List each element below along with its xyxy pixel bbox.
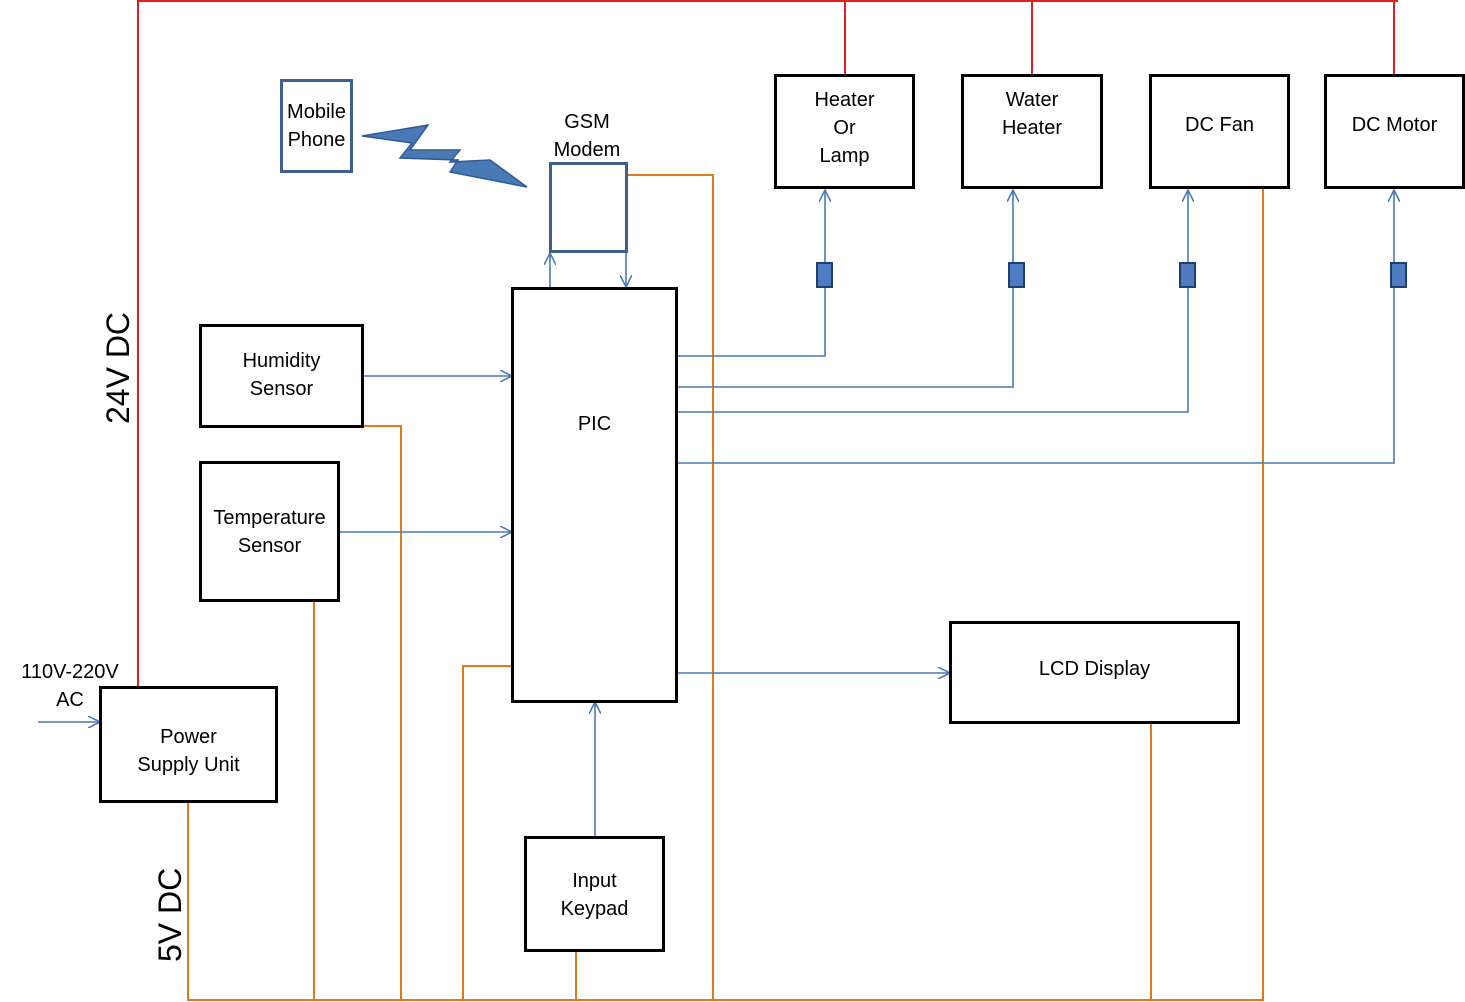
pic-label: PIC — [577, 413, 612, 435]
temperature-sensor-block: Temperature Sensor — [199, 461, 340, 602]
rail-24v-dc — [137, 0, 1398, 688]
humidity-sensor-block: Humidity Sensor — [199, 324, 364, 428]
water-heater-label: Water Heater — [1001, 89, 1063, 139]
temperature-sensor-label: Temperature Sensor — [213, 507, 326, 557]
input-keypad-block: Input Keypad — [524, 836, 665, 952]
power-supply-label: Power Supply Unit — [137, 726, 240, 776]
water-heater-block: Water Heater — [961, 74, 1103, 189]
ac-input-label: 110V-220V AC — [21, 661, 119, 711]
lcd-display-block: LCD Display — [949, 621, 1240, 724]
rail-5v-dc — [187, 174, 1264, 1001]
gsm-modem-block — [549, 162, 628, 253]
dc-motor-label: DC Motor — [1351, 114, 1438, 136]
gsm-modem-label: GSM Modem — [553, 111, 621, 161]
relay-dc-motor — [1390, 262, 1407, 288]
pic-block: PIC — [511, 287, 678, 703]
input-keypad-label: Input Keypad — [560, 870, 629, 920]
relay-heater — [816, 262, 833, 288]
humidity-sensor-label: Humidity Sensor — [242, 350, 321, 400]
lcd-display-label: LCD Display — [1038, 658, 1151, 680]
heater-lamp-block: Heater Or Lamp — [774, 74, 915, 189]
dc-fan-label: DC Fan — [1185, 114, 1254, 136]
relay-water-heater — [1008, 262, 1025, 288]
mobile-phone-label: Mobile Phone — [287, 101, 346, 151]
dc-fan-block: DC Fan — [1149, 74, 1290, 189]
power-supply-block: Power Supply Unit — [99, 686, 278, 803]
relay-dc-fan — [1179, 262, 1196, 288]
rail-5v-label: 5V DC — [152, 867, 188, 962]
wireless-signal-icon — [361, 123, 528, 188]
dc-motor-block: DC Motor — [1324, 74, 1465, 189]
rail-24v-label: 24V DC — [100, 311, 136, 424]
mobile-phone-block: Mobile Phone — [280, 79, 353, 173]
heater-lamp-label: Heater Or Lamp — [814, 89, 875, 167]
